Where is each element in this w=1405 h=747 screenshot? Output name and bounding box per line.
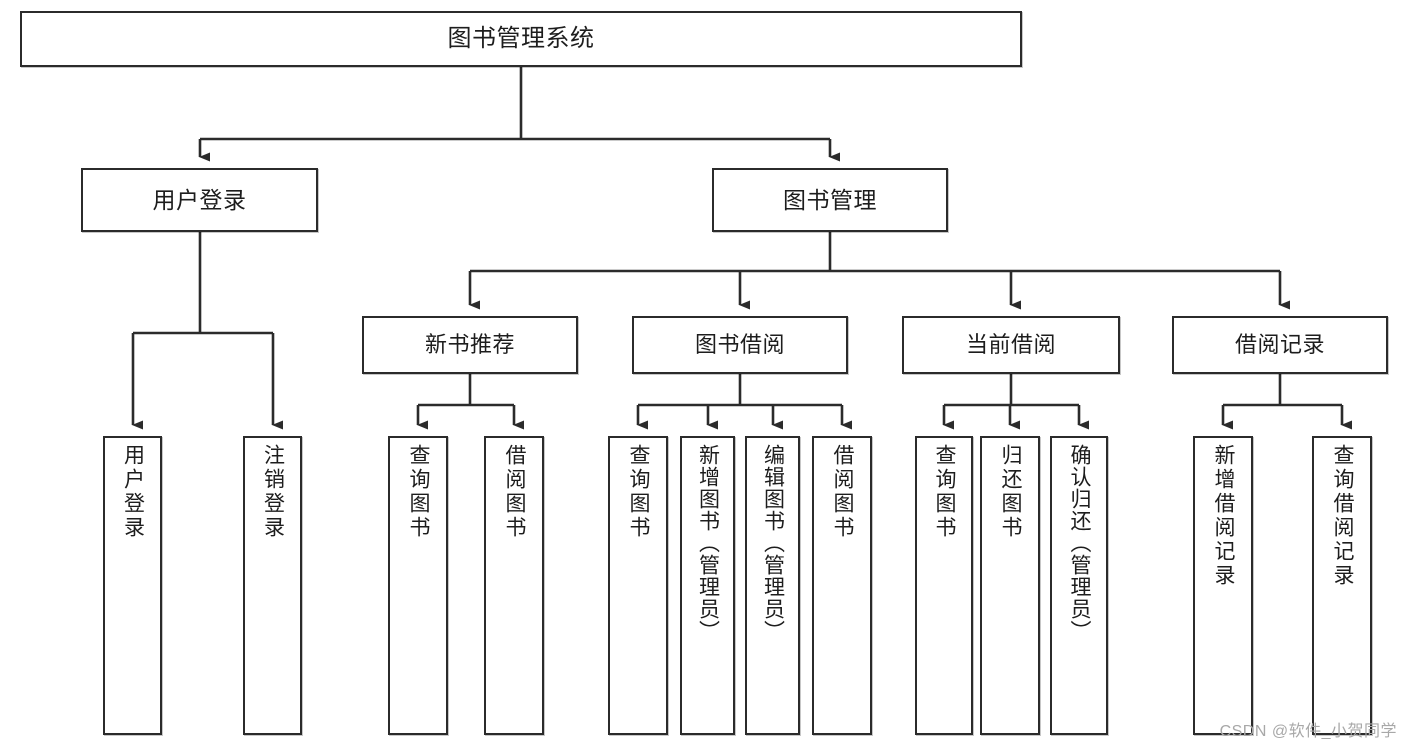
node-l5[interactable]: 查询图书: [608, 436, 668, 735]
node-label: 查询借阅记录: [1331, 444, 1355, 588]
node-label: 查询图书: [933, 444, 957, 540]
node-label: 查询图书: [627, 444, 651, 540]
node-l1[interactable]: 用户登录: [103, 436, 162, 735]
node-l13[interactable]: 查询借阅记录: [1312, 436, 1372, 735]
node-label: 图书管理系统: [447, 25, 595, 52]
node-label: 当前借阅: [965, 332, 1056, 358]
node-l2[interactable]: 注销登录: [243, 436, 302, 735]
node-label: 确认归还（管理员）: [1068, 444, 1092, 642]
node-label: 编辑图书（管理员）: [761, 444, 785, 642]
node-l11[interactable]: 确认归还（管理员）: [1050, 436, 1108, 735]
node-l12[interactable]: 新增借阅记录: [1193, 436, 1253, 735]
node-label: 借阅图书: [831, 444, 855, 540]
node-current[interactable]: 当前借阅: [902, 316, 1120, 374]
node-label: 用户登录: [121, 444, 145, 540]
node-l7[interactable]: 编辑图书（管理员）: [745, 436, 800, 735]
node-label: 借阅图书: [503, 444, 527, 540]
node-newbook[interactable]: 新书推荐: [362, 316, 578, 374]
node-borrow[interactable]: 图书借阅: [632, 316, 848, 374]
watermark: CSDN @软件_小贺同学: [1219, 723, 1397, 740]
node-l9[interactable]: 查询图书: [915, 436, 973, 735]
node-label: 图书借阅: [694, 332, 785, 358]
node-login[interactable]: 用户登录: [81, 168, 318, 232]
node-label: 用户登录: [152, 186, 247, 213]
node-label: 注销登录: [261, 444, 285, 540]
node-bookmgmt[interactable]: 图书管理: [712, 168, 948, 232]
node-l6[interactable]: 新增图书（管理员）: [680, 436, 735, 735]
node-label: 借阅记录: [1234, 332, 1325, 358]
node-l3[interactable]: 查询图书: [388, 436, 448, 735]
node-l8[interactable]: 借阅图书: [812, 436, 872, 735]
node-label: 新增借阅记录: [1212, 444, 1236, 588]
node-l10[interactable]: 归还图书: [980, 436, 1040, 735]
node-label: 新书推荐: [424, 332, 515, 358]
node-label: 归还图书: [999, 444, 1023, 540]
node-label: 图书管理: [783, 186, 877, 213]
node-records[interactable]: 借阅记录: [1172, 316, 1388, 374]
node-label: 新增图书（管理员）: [696, 444, 720, 642]
node-root[interactable]: 图书管理系统: [20, 11, 1022, 67]
node-label: 查询图书: [407, 444, 431, 540]
node-l4[interactable]: 借阅图书: [484, 436, 544, 735]
